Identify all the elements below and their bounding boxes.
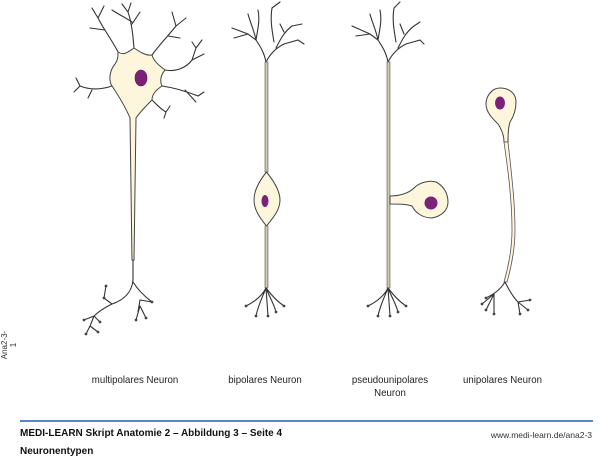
unipolar-nucleus (495, 96, 505, 110)
pseudounipolar-dendrites (351, 1, 425, 63)
unipolar-neuron (480, 87, 532, 316)
neuron-types-diagram (73, 1, 532, 336)
footer-subtitle: Neuronentypen (20, 446, 94, 457)
pseudounipolar-soma (389, 180, 449, 219)
bipolar-upper-process (264, 61, 269, 173)
label-pseudounipolar-neuron: pseudounipolares Neuron (339, 374, 440, 400)
pseudounipolar-axon (386, 61, 391, 289)
footer-title: MEDI-LEARN Skript Anatomie 2 – Abbildung… (20, 428, 283, 439)
multipolar-neuron (73, 2, 205, 336)
bipolar-lower-process (264, 225, 269, 289)
footer-divider (20, 420, 593, 422)
unipolar-axon-terminals (480, 281, 532, 316)
bipolar-neuron (231, 1, 305, 318)
multipolar-axon-terminals (82, 259, 154, 336)
figure-code: Ana2-3-1 (0, 330, 18, 360)
pseudounipolar-neuron (351, 1, 449, 318)
multipolar-dendrites (73, 2, 205, 119)
bipolar-nucleus (261, 195, 269, 207)
label-pseudounipolar-line1: pseudounipolares (351, 374, 429, 386)
bipolar-dendrites (231, 1, 305, 63)
footer-url-link[interactable]: www.medi-learn.de/ana2-3 (490, 430, 592, 440)
multipolar-soma (109, 47, 166, 261)
unipolar-soma (485, 87, 517, 143)
label-multipolar-neuron: multipolares Neuron (91, 374, 179, 386)
bipolar-axon-terminals (244, 287, 286, 318)
label-bipolar-neuron: bipolares Neuron (228, 374, 302, 386)
label-unipolar-neuron: unipolares Neuron (463, 374, 542, 386)
label-pseudounipolar-line2: Neuron (374, 387, 406, 399)
pseudounipolar-axon-terminals (366, 287, 408, 318)
unipolar-axon (503, 141, 516, 283)
pseudounipolar-nucleus (424, 196, 438, 210)
multipolar-nucleus (134, 69, 148, 87)
